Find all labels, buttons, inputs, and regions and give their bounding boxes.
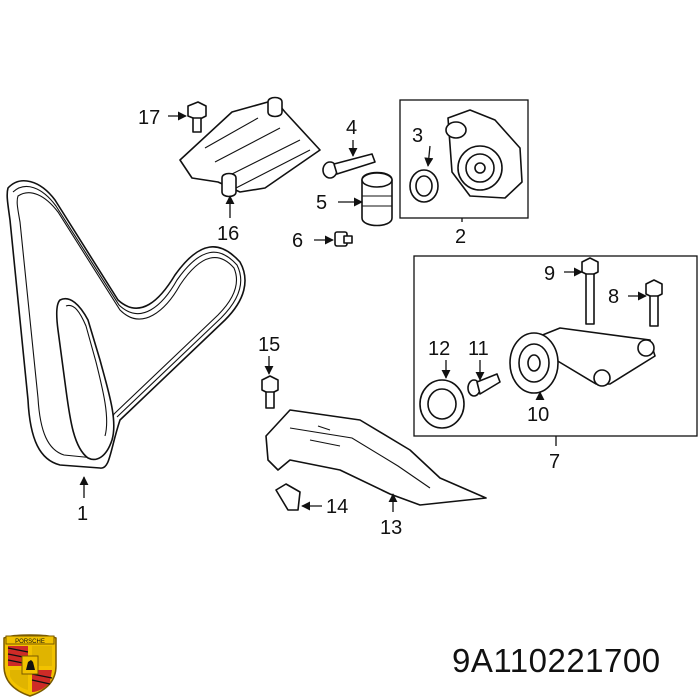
damper-5 bbox=[361, 171, 393, 227]
callout-3: 3 bbox=[412, 125, 423, 147]
callout-13: 13 bbox=[380, 517, 402, 539]
part-number: 9A110221700 bbox=[452, 642, 661, 679]
callout-7: 7 bbox=[549, 451, 560, 473]
callout-15: 15 bbox=[258, 334, 280, 356]
cap-12 bbox=[419, 379, 465, 429]
callout-2: 2 bbox=[455, 226, 466, 248]
bolt-6 bbox=[334, 231, 353, 247]
bolt-11 bbox=[467, 373, 501, 397]
callout-9: 9 bbox=[544, 263, 555, 285]
drive-belt bbox=[6, 180, 246, 469]
clip-14 bbox=[275, 483, 301, 511]
belt-guard-13 bbox=[265, 409, 487, 506]
callout-17: 17 bbox=[138, 107, 160, 129]
callout-6: 6 bbox=[292, 230, 303, 252]
belt-cover-bracket bbox=[179, 96, 321, 198]
idler-bracket-10 bbox=[509, 327, 656, 394]
bolt-4 bbox=[322, 153, 376, 179]
porsche-crest-icon: PORSCHE bbox=[3, 634, 57, 697]
callout-4: 4 bbox=[346, 117, 357, 139]
assembly-box-2 bbox=[399, 99, 529, 219]
bolt-9 bbox=[581, 257, 599, 325]
callout-10: 10 bbox=[527, 404, 549, 426]
callout-16: 16 bbox=[217, 223, 239, 245]
cap-3 bbox=[409, 169, 439, 203]
callout-1: 1 bbox=[77, 503, 88, 525]
bolt-17 bbox=[187, 101, 207, 133]
callout-5: 5 bbox=[316, 192, 327, 214]
bolt-15 bbox=[261, 375, 279, 409]
bolt-8 bbox=[645, 279, 663, 327]
callout-8: 8 bbox=[608, 286, 619, 308]
tensioner-assembly-2 bbox=[445, 109, 523, 199]
callout-11: 11 bbox=[468, 338, 489, 360]
callout-12: 12 bbox=[428, 338, 450, 360]
svg-text:PORSCHE: PORSCHE bbox=[15, 639, 45, 645]
callout-14: 14 bbox=[326, 496, 348, 518]
leader-lines bbox=[79, 111, 647, 512]
